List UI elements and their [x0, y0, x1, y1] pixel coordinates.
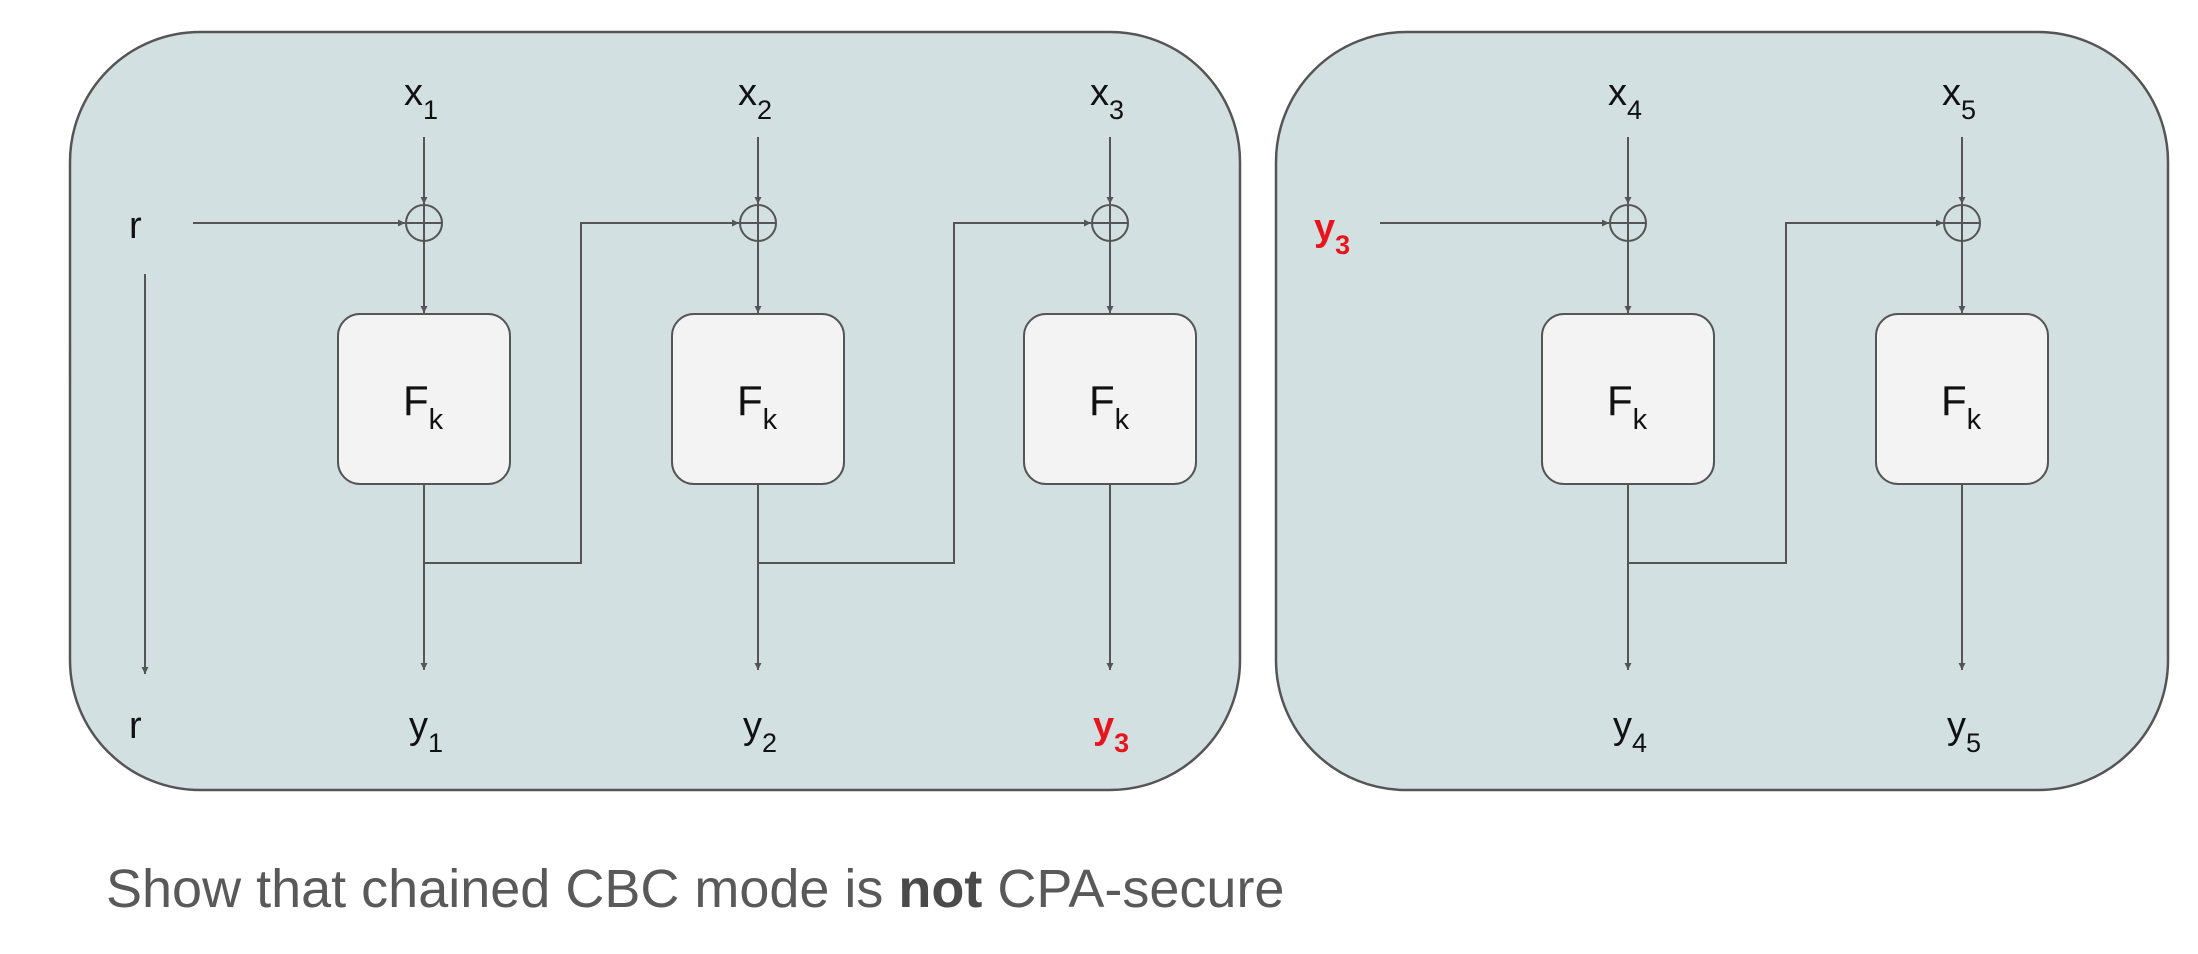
wire-chain-y1-to-xor2 — [424, 219, 739, 564]
prf-block-5: Fk — [1875, 313, 2049, 485]
output-label-y1: y1 — [409, 705, 443, 758]
caption-text-end: CPA-secure — [982, 859, 1285, 919]
right-panel: x4 x5 y3 Fk Fk y4 y5 — [1274, 30, 2170, 792]
output-label-y2: y2 — [743, 705, 777, 758]
xor-icon — [1943, 204, 1981, 242]
wire-chain-y2-to-xor3 — [758, 219, 1091, 564]
caption-text: Show that chained CBC mode is — [106, 859, 899, 919]
left-panel: x1 x2 x3 r r — [68, 30, 1242, 792]
output-label-y3-highlight: y3 — [1093, 705, 1129, 758]
input-label-x1: x1 — [404, 72, 438, 125]
input-label-x3: x3 — [1090, 72, 1124, 125]
xor-icon — [1091, 204, 1129, 242]
output-label-y5: y5 — [1947, 705, 1981, 758]
iv-output-label: r — [129, 705, 142, 747]
prf-block-4: Fk — [1541, 313, 1715, 485]
input-label-x5: x5 — [1942, 72, 1976, 125]
xor-icon — [405, 204, 443, 242]
xor-icon — [739, 204, 777, 242]
prf-block-3: Fk — [1023, 313, 1197, 485]
caption: Show that chained CBC mode is not CPA-se… — [106, 858, 1284, 920]
prf-block-2: Fk — [671, 313, 845, 485]
prf-label: Fk — [737, 377, 778, 436]
iv-input-label: r — [129, 205, 142, 247]
prf-label: Fk — [1607, 377, 1648, 436]
input-label-x4: x4 — [1608, 72, 1642, 125]
prf-label: Fk — [403, 377, 444, 436]
xor-icon — [1609, 204, 1647, 242]
caption-emphasis: not — [898, 859, 983, 919]
prf-label: Fk — [1941, 377, 1982, 436]
iv-label-y3-highlight: y3 — [1314, 207, 1350, 260]
prf-block-1: Fk — [337, 313, 511, 485]
left-panel-background — [68, 30, 1242, 792]
prf-label: Fk — [1089, 377, 1130, 436]
output-label-y4: y4 — [1613, 705, 1647, 758]
input-label-x2: x2 — [738, 72, 772, 125]
wire-chain-y4-to-xor5 — [1628, 219, 1943, 564]
